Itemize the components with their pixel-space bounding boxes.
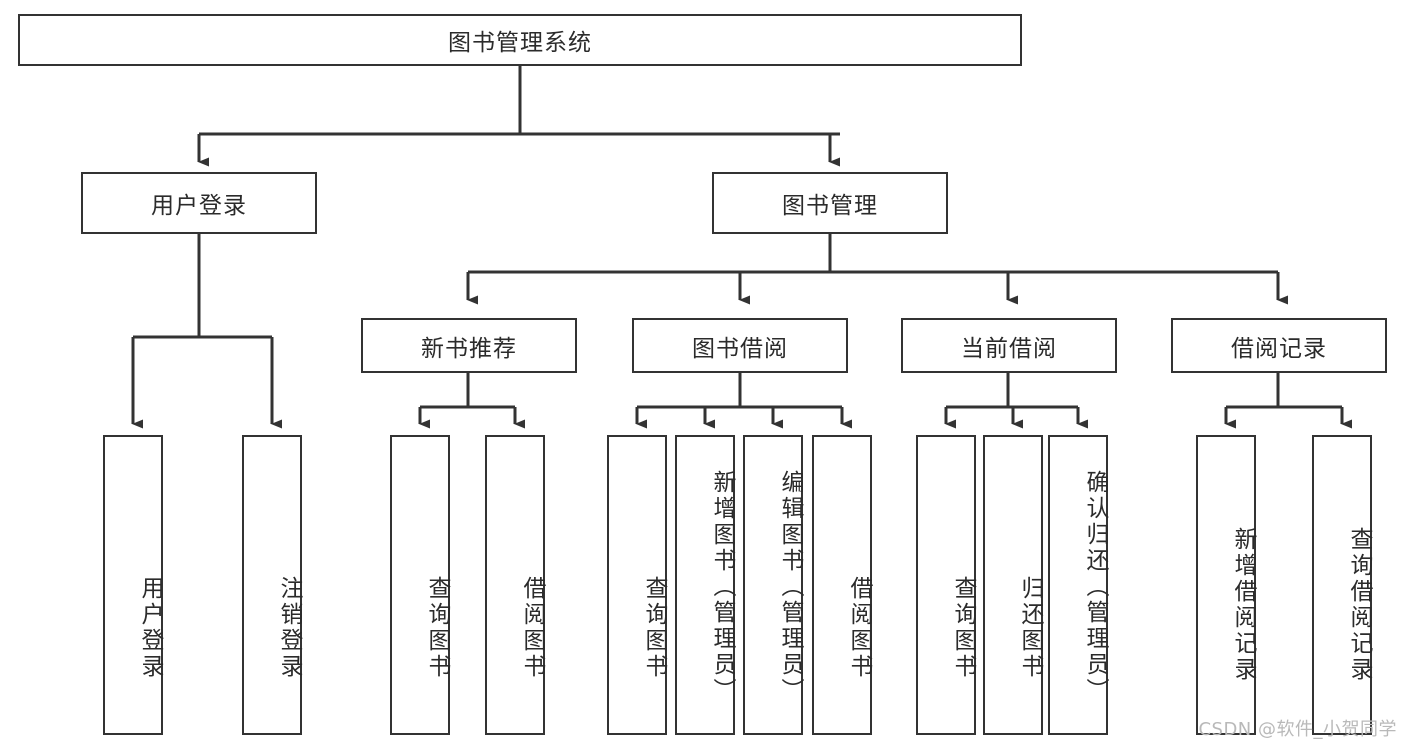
leaf-edit-book-admin[interactable]: 编辑图书（管理员） — [743, 435, 803, 735]
leaf-add-book-admin[interactable]: 新增图书（管理员） — [675, 435, 735, 735]
node-label: 查询图书 — [424, 575, 450, 680]
leaf-add-borrow-record[interactable]: 新增借阅记录 — [1196, 435, 1256, 735]
node-new-book-recommend[interactable]: 新书推荐 — [361, 318, 577, 373]
node-label: 借阅记录 — [1231, 335, 1327, 362]
node-label: 图书借阅 — [692, 335, 788, 362]
leaf-query-book-recommend[interactable]: 查询图书 — [390, 435, 450, 735]
node-book-management[interactable]: 图书管理 — [712, 172, 948, 234]
leaf-query-borrow-record[interactable]: 查询借阅记录 — [1312, 435, 1372, 735]
node-label: 查询图书 — [641, 575, 667, 680]
node-label: 图书管理 — [782, 193, 878, 219]
node-label: 编辑图书（管理员） — [777, 470, 803, 704]
node-label: 新增图书（管理员） — [709, 470, 735, 704]
node-label: 确认归还（管理员） — [1082, 470, 1108, 704]
node-user-login[interactable]: 用户登录 — [81, 172, 317, 234]
leaf-query-book-borrow[interactable]: 查询图书 — [607, 435, 667, 735]
node-label: 注销登录 — [276, 575, 302, 680]
node-label: 新书推荐 — [421, 335, 517, 362]
node-label: 新增借阅记录 — [1230, 527, 1256, 683]
node-label: 归还图书 — [1017, 575, 1043, 680]
watermark-text: CSDN @软件_小贺同学 — [1198, 719, 1397, 740]
leaf-user-login[interactable]: 用户登录 — [103, 435, 163, 735]
leaf-confirm-return-admin[interactable]: 确认归还（管理员） — [1048, 435, 1108, 735]
leaf-return-book[interactable]: 归还图书 — [983, 435, 1043, 735]
node-label: 当前借阅 — [961, 335, 1057, 362]
leaf-borrow-book[interactable]: 借阅图书 — [812, 435, 872, 735]
node-label: 用户登录 — [151, 193, 247, 219]
node-book-borrow[interactable]: 图书借阅 — [632, 318, 848, 373]
node-label: 查询借阅记录 — [1346, 527, 1372, 683]
node-label: 查询图书 — [950, 575, 976, 680]
node-label: 借阅图书 — [846, 575, 872, 680]
leaf-logout[interactable]: 注销登录 — [242, 435, 302, 735]
leaf-borrow-book-recommend[interactable]: 借阅图书 — [485, 435, 545, 735]
node-label: 图书管理系统 — [448, 30, 592, 56]
node-label: 用户登录 — [137, 575, 163, 680]
node-label: 借阅图书 — [519, 575, 545, 680]
node-borrow-records[interactable]: 借阅记录 — [1171, 318, 1387, 373]
leaf-query-book-current[interactable]: 查询图书 — [916, 435, 976, 735]
node-root-system[interactable]: 图书管理系统 — [18, 14, 1022, 66]
node-current-borrow[interactable]: 当前借阅 — [901, 318, 1117, 373]
